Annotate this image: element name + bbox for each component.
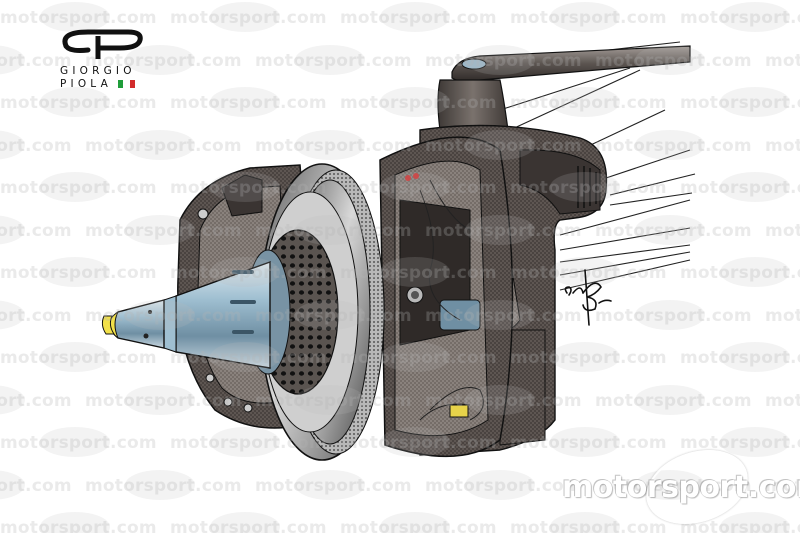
wheel-hub [101,261,271,369]
giorgio-piola-logo: GIORGIO PIOLA [58,28,144,91]
upper-wishbone [437,45,691,131]
logo-line-2-text: PIOLA [60,78,112,90]
logo-line-1: GIORGIO [60,65,136,77]
italian-flag-icon [117,80,135,88]
artist-signature-icon [564,269,612,326]
logo-line-2: PIOLA [60,78,144,91]
brake-drum [379,136,514,458]
main-watermark: motorsport.com [562,470,800,505]
gp-monogram-icon [62,29,143,59]
